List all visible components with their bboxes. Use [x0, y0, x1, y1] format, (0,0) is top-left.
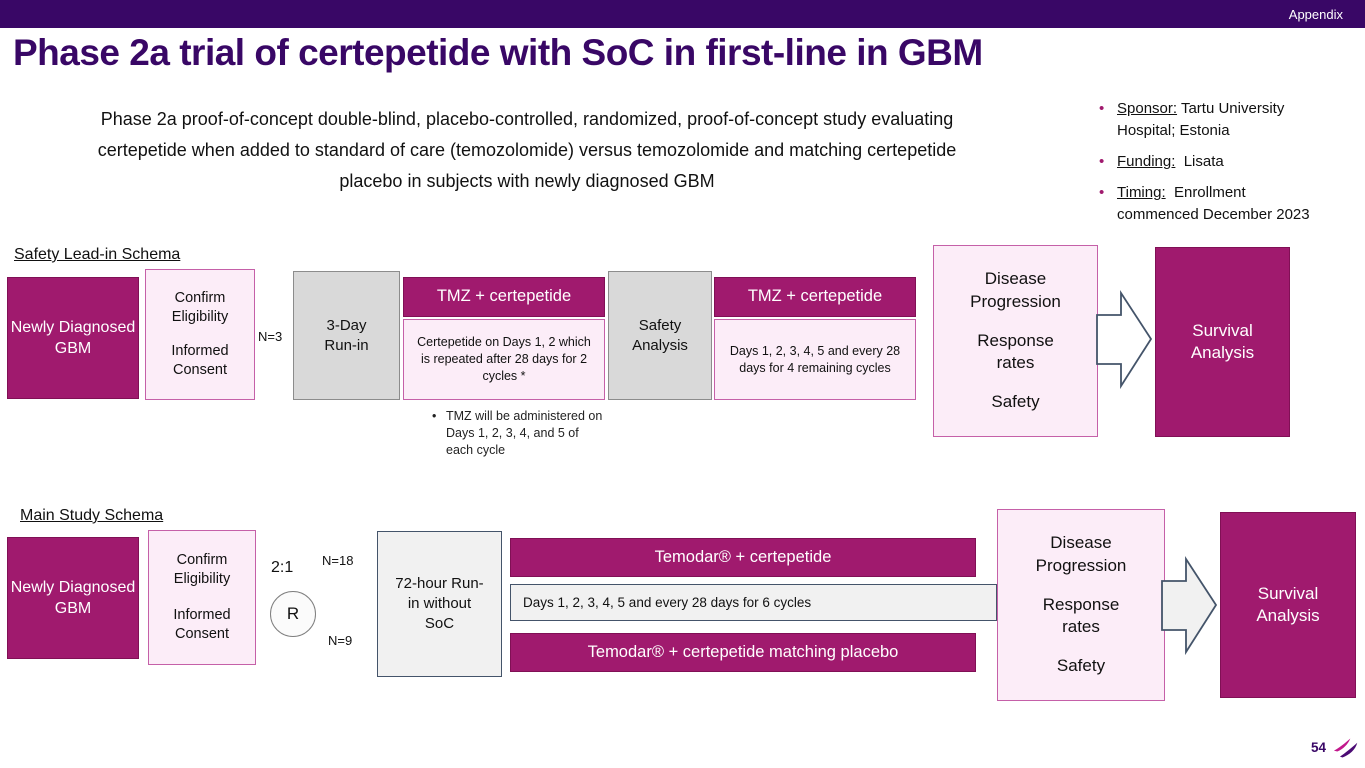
safety-outcome-response: Response rates — [977, 330, 1054, 373]
safety-run-in-text: 3-Day Run-in — [324, 316, 369, 354]
safety-eligibility-box: Confirm Eligibility Informed Consent — [145, 269, 255, 400]
tmz-footnote: TMZ will be administered on Days 1, 2, 3… — [432, 408, 608, 459]
safety-outcome-safety: Safety — [991, 392, 1040, 412]
funding-label: Funding: — [1117, 153, 1176, 170]
safety-arm1-header: TMZ + certepetide — [403, 277, 605, 317]
safety-run-in-box: 3-Day Run-in — [293, 271, 400, 400]
main-outcomes-box: Disease Progression Response rates Safet… — [997, 509, 1165, 701]
main-patient-box: Newly Diagnosed GBM — [7, 537, 139, 659]
safety-flow-arrow-icon — [1096, 287, 1153, 397]
appendix-label: Appendix — [1288, 6, 1343, 22]
timing-value: Enrollment commenced December 2023 — [1117, 184, 1310, 223]
info-bullet-funding: Funding: Lisata — [1097, 151, 1329, 173]
main-survival-box: Survival Analysis — [1220, 512, 1356, 698]
info-bullet-timing: Timing: Enrollment commenced December 20… — [1097, 182, 1329, 226]
main-arm-bottom-bar: Temodar® + certepetide matching placebo — [510, 633, 976, 672]
main-dosing-bar: Days 1, 2, 3, 4, 5 and every 28 days for… — [510, 584, 997, 621]
main-outcome-safety: Safety — [1056, 656, 1106, 676]
safety-confirm-eligibility-text: Confirm Eligibility — [171, 290, 229, 326]
main-survival-text: Survival Analysis — [1256, 583, 1320, 625]
randomization-circle: R — [270, 591, 316, 637]
safety-analysis-text: Safety Analysis — [632, 316, 688, 354]
main-n-top-label: N=18 — [322, 553, 354, 568]
study-description: Phase 2a proof-of-concept double-blind, … — [97, 109, 957, 191]
safety-outcomes-box: Disease Progression Response rates Safet… — [933, 245, 1098, 437]
randomization-ratio: 2:1 — [271, 559, 294, 576]
main-schema-heading: Main Study Schema — [20, 507, 164, 524]
safety-survival-box: Survival Analysis — [1155, 247, 1290, 437]
info-bullet-list: Sponsor: Tartu University Hospital; Esto… — [1097, 98, 1347, 235]
info-bullet-sponsor: Sponsor: Tartu University Hospital; Esto… — [1097, 98, 1329, 142]
lisata-logo-icon — [1333, 737, 1359, 764]
main-arm-top-bar: Temodar® + certepetide — [510, 538, 976, 577]
funding-value: Lisata — [1183, 153, 1224, 170]
main-outcome-response: Response rates — [1042, 594, 1120, 637]
main-n-bottom-label: N=9 — [328, 633, 353, 648]
safety-informed-consent-text: Informed Consent — [171, 342, 229, 378]
safety-schema-heading: Safety Lead-in Schema — [14, 246, 181, 263]
main-outcome-progression: Disease Progression — [1035, 533, 1127, 575]
sponsor-label: Sponsor: — [1117, 100, 1178, 117]
safety-arm1-body: Certepetide on Days 1, 2 which is repeat… — [403, 319, 605, 400]
page-title: Phase 2a trial of certepetide with SoC i… — [13, 32, 983, 73]
safety-n-label: N=3 — [258, 329, 283, 344]
safety-survival-text: Survival Analysis — [1190, 320, 1255, 362]
safety-arm2-body: Days 1, 2, 3, 4, 5 and every 28 days for… — [714, 319, 916, 400]
main-flow-arrow-icon — [1161, 553, 1218, 663]
safety-arm2-header: TMZ + certepetide — [714, 277, 916, 317]
timing-label: Timing: — [1117, 184, 1166, 201]
main-informed-consent-text: Informed Consent — [173, 606, 231, 642]
safety-patient-box: Newly Diagnosed GBM — [7, 277, 139, 399]
safety-outcome-progression: Disease Progression — [970, 269, 1061, 311]
main-run-in-text: 72-hour Run-in without SoC — [395, 575, 484, 632]
sponsor-value: Tartu University Hospital; Estonia — [1117, 100, 1285, 139]
safety-analysis-box: Safety Analysis — [608, 271, 712, 400]
top-bar: Appendix — [0, 0, 1365, 28]
main-confirm-eligibility-text: Confirm Eligibility — [173, 552, 231, 588]
main-run-in-box: 72-hour Run-in without SoC — [377, 531, 502, 677]
page-number: 54 — [1310, 740, 1326, 755]
main-eligibility-box: Confirm Eligibility Informed Consent — [148, 530, 256, 665]
